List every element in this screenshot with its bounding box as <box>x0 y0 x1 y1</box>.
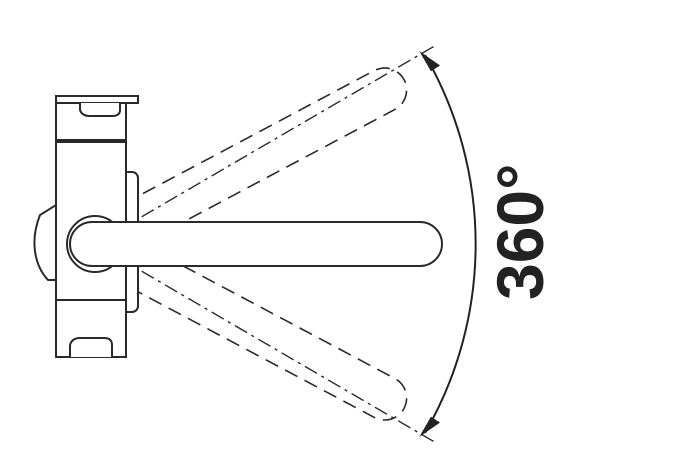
rotation-arc <box>419 50 477 438</box>
spout-arm <box>69 221 443 267</box>
arrow-head-down-icon <box>419 416 441 438</box>
top-handle-slot <box>79 103 121 117</box>
lever <box>33 203 57 281</box>
rotation-axis-up <box>94 43 439 245</box>
rotation-axis-down <box>94 243 439 445</box>
arrow-head-up-icon <box>419 50 441 72</box>
spout <box>66 215 443 273</box>
top-cap <box>55 95 139 104</box>
rotation-label: 360° <box>483 163 557 300</box>
arc-line <box>424 54 477 434</box>
bottom-foot <box>69 337 113 357</box>
